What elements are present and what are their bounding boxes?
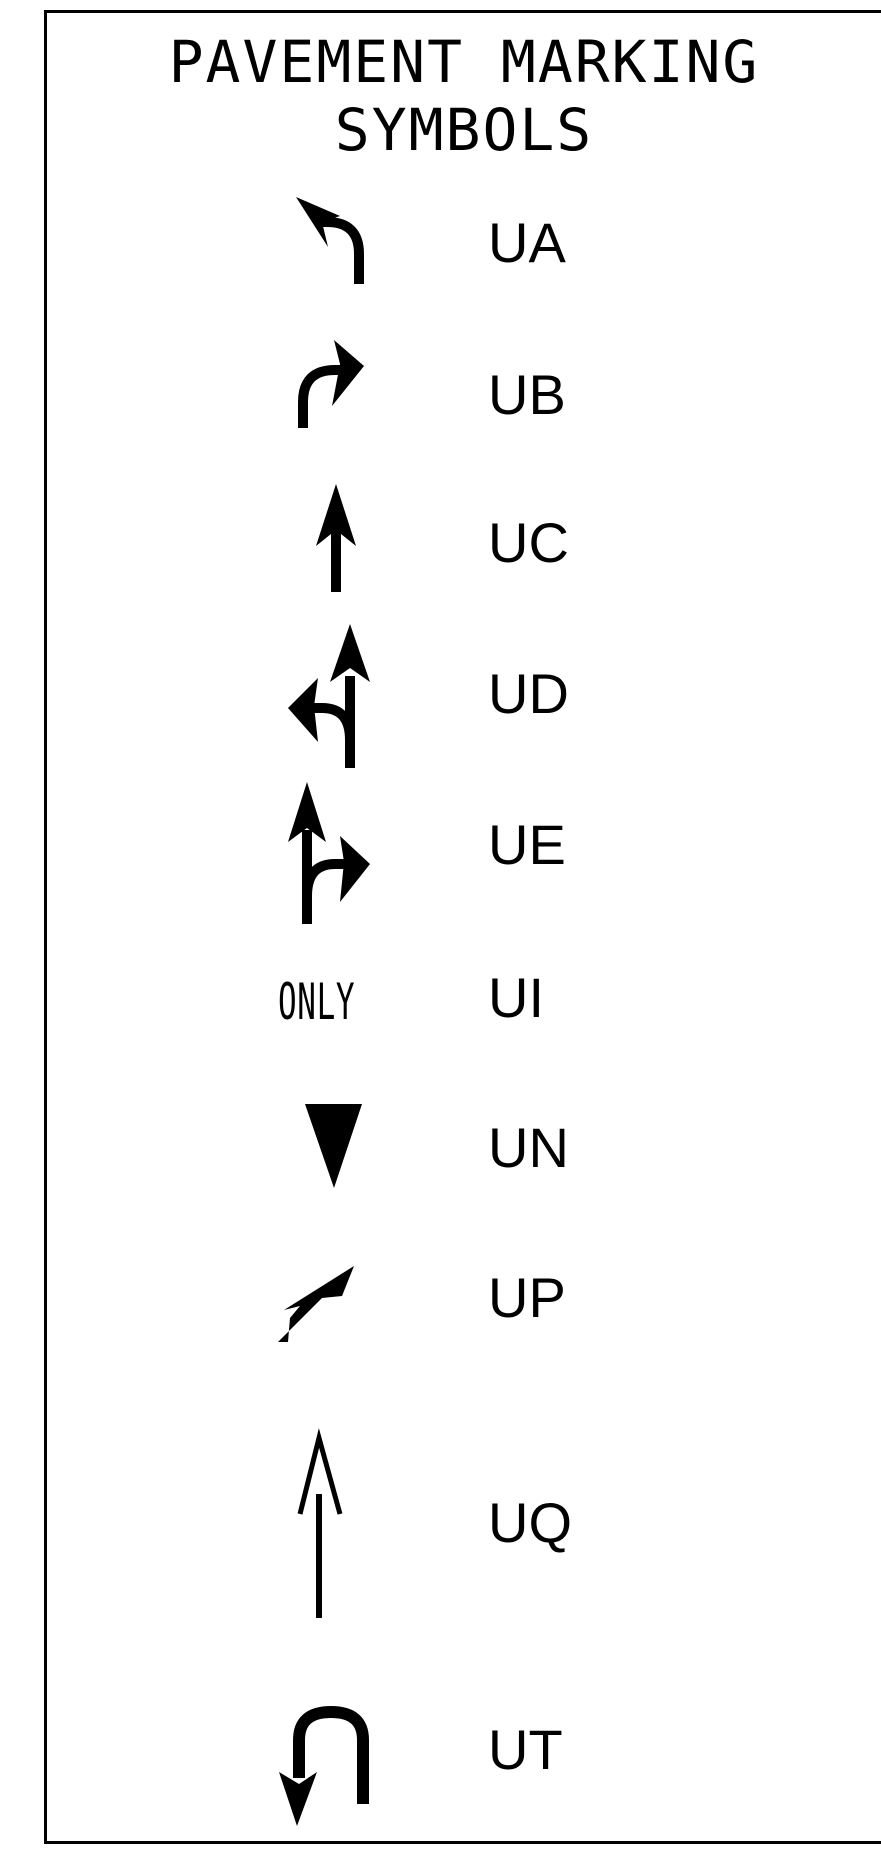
title-line-2: SYMBOLS	[334, 96, 594, 164]
right-turn-arrow-icon	[298, 340, 364, 428]
straight-and-right-arrow-icon	[288, 782, 370, 924]
symbol-code-ui: UI	[488, 966, 544, 1029]
legend-title: PAVEMENT MARKING SYMBOLS	[44, 28, 881, 164]
diagonal-lane-reduction-arrow-icon	[278, 1266, 354, 1342]
only-word-marking: ONLY	[278, 973, 356, 1031]
symbol-code-ua: UA	[488, 211, 566, 274]
title-line-1: PAVEMENT MARKING	[168, 28, 760, 96]
u-turn-arrow-icon	[279, 1705, 369, 1826]
straight-arrow-icon	[316, 484, 356, 592]
symbol-code-uq: UQ	[488, 1491, 572, 1554]
left-and-straight-arrow-icon	[288, 624, 370, 768]
symbol-code-ud: UD	[488, 662, 569, 725]
symbol-code-un: UN	[488, 1116, 569, 1179]
yield-triangle-icon	[305, 1104, 362, 1188]
symbol-code-ub: UB	[488, 363, 566, 426]
symbol-code-uc: UC	[488, 511, 569, 574]
elongated-straight-arrow-icon	[297, 1428, 343, 1618]
legend-frame	[44, 10, 881, 1844]
left-turn-arrow-icon	[296, 197, 364, 284]
symbol-code-ut: UT	[488, 1718, 563, 1781]
symbol-code-ue: UE	[488, 813, 566, 876]
symbol-code-up: UP	[488, 1266, 566, 1329]
